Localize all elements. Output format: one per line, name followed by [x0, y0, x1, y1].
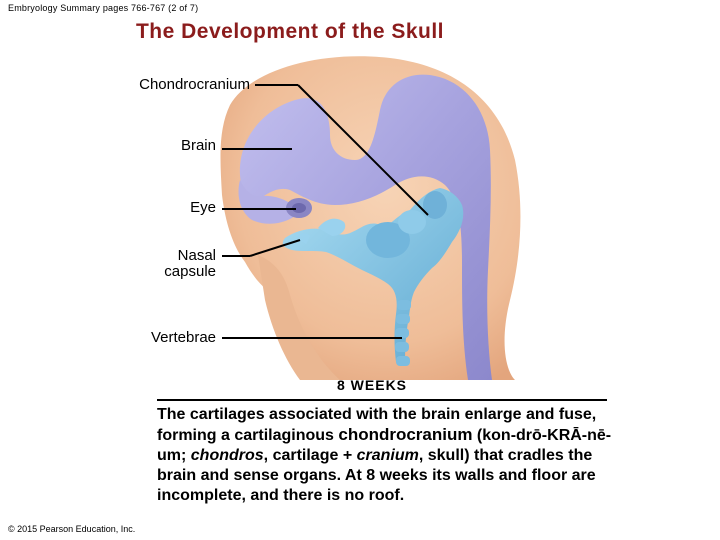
header-caption: Embryology Summary pages 766-767 (2 of 7…	[8, 3, 199, 13]
vertebrae-shape	[395, 300, 411, 366]
label-nasal-line1: Nasal	[177, 247, 216, 264]
label-brain: Brain	[180, 137, 216, 154]
description: The cartilages associated with the brain…	[157, 406, 612, 504]
term-chondrocranium: chondrocranium	[338, 425, 473, 444]
divider	[157, 399, 607, 401]
label-eye: Eye	[190, 199, 216, 216]
copyright: © 2015 Pearson Education, Inc.	[8, 524, 136, 534]
label-nasal-capsule: Nasal capsule	[115, 248, 216, 280]
stage-label: 8 WEEKS	[337, 377, 408, 393]
label-chondrocranium: Chondrocranium	[139, 76, 250, 93]
label-vertebrae: Vertebrae	[150, 329, 216, 346]
page-title: The Development of the Skull	[135, 20, 445, 43]
brain-shape	[239, 74, 492, 380]
label-nasal-line2: capsule	[164, 263, 216, 280]
